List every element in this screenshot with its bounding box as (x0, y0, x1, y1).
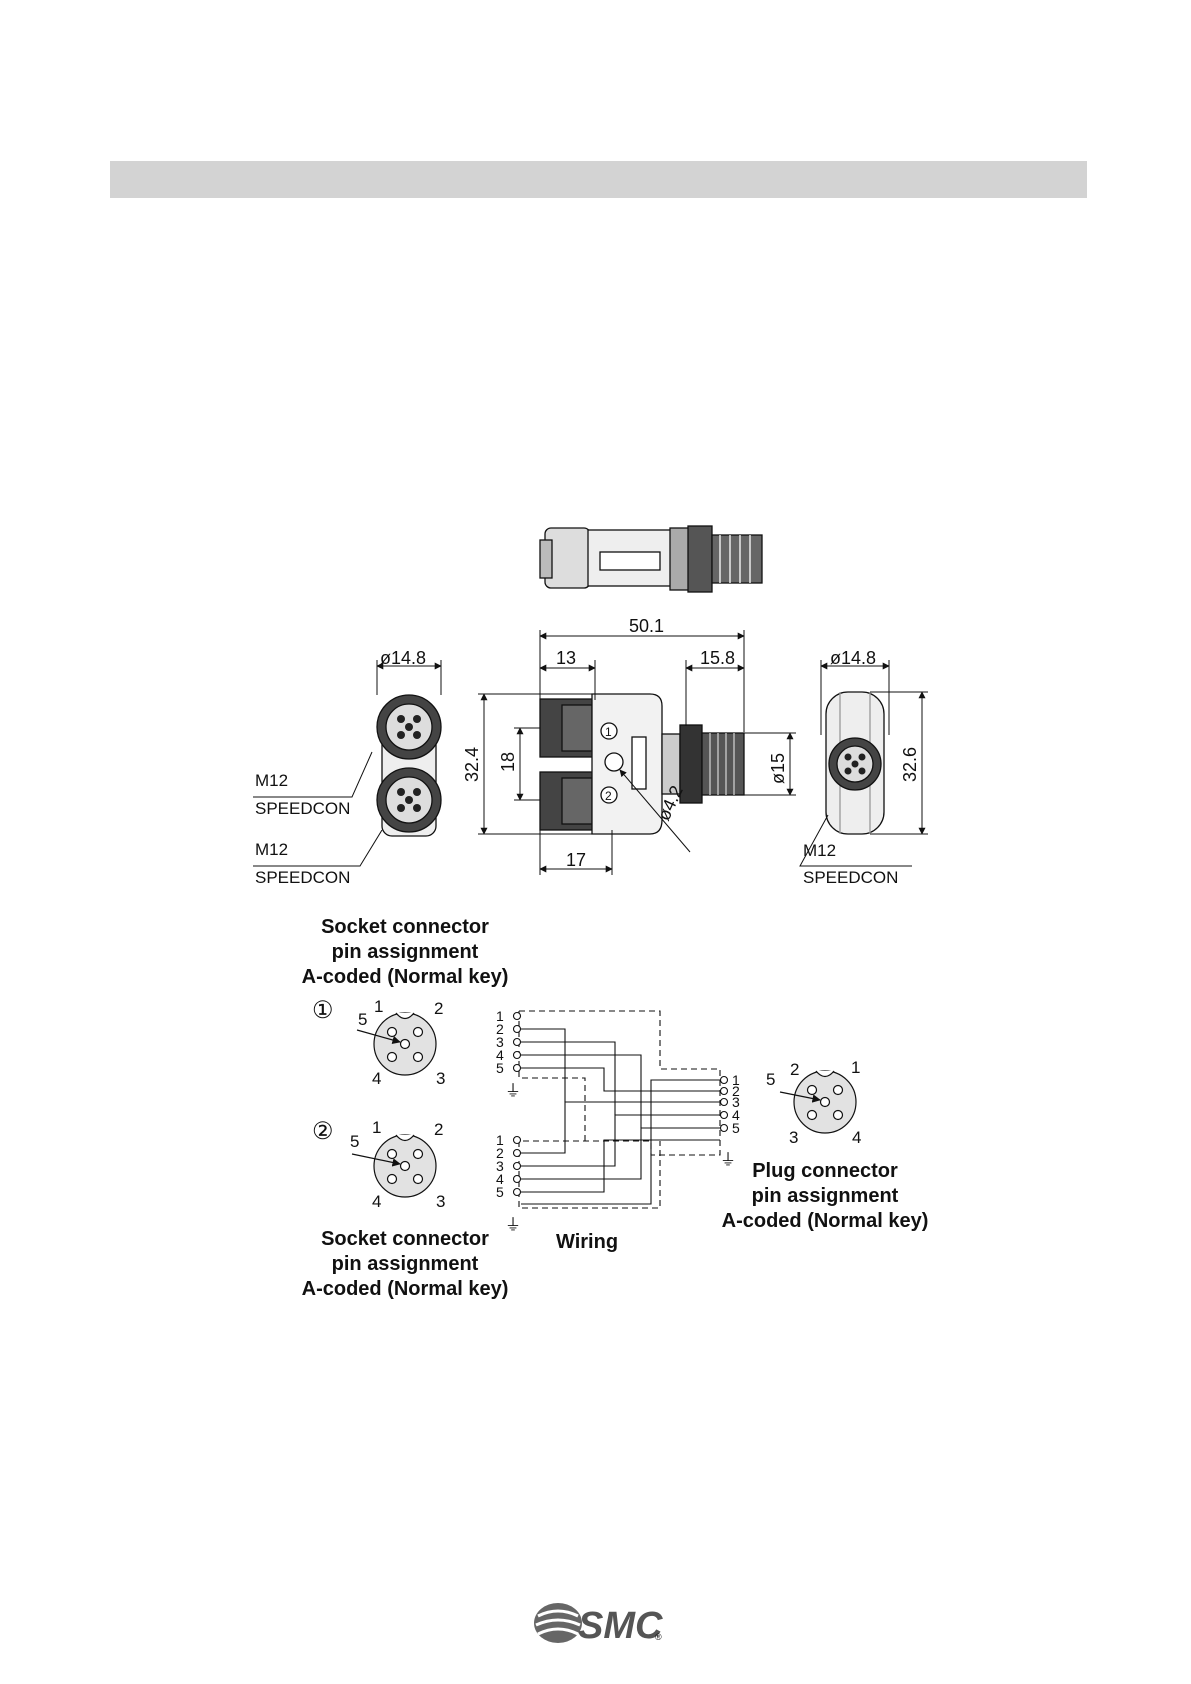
socket-bottom-title-line1: Socket connector (321, 1228, 489, 1250)
plug-pin-diagram (779, 1070, 857, 1134)
socket-top-pin-diagram (356, 1012, 437, 1076)
wiring-diagram (518, 1010, 721, 1209)
socket-top-title: Socket connector pin assignment A-coded … (302, 916, 509, 988)
label-m12-a: M12 (255, 771, 288, 790)
ground-icon-2: ⏚ (505, 1216, 521, 1234)
socket-bottom-marker: ② (312, 1118, 334, 1145)
right-end-view (825, 691, 885, 835)
dim-18: 18 (498, 752, 518, 772)
plug-pin-5: 5 (766, 1070, 775, 1089)
socket-bottom-pin-1: 1 (372, 1118, 381, 1137)
wiring-r-pin-1: 1 (732, 1072, 740, 1088)
section-header-bar (110, 161, 1087, 198)
wiring-lt-pin-2: 2 (496, 1021, 504, 1037)
socket-bottom-pin-3: 3 (436, 1192, 445, 1211)
socket-bottom-title-line3: A-coded (Normal key) (302, 1278, 509, 1300)
wiring-lb-pin-4: 4 (496, 1171, 504, 1187)
label-speedcon-c: SPEEDCON (803, 868, 898, 887)
brand-wordmark: SMC (578, 1605, 663, 1647)
registered-mark: ® (655, 1632, 662, 1642)
socket-top-pin-4: 4 (372, 1069, 381, 1088)
socket-top-title-line3: A-coded (Normal key) (302, 966, 509, 988)
ground-icon-1: ⏚ (505, 1082, 521, 1100)
wiring-lt-pin-5: 5 (496, 1060, 504, 1076)
label-speedcon-a: SPEEDCON (255, 799, 350, 818)
left-end-view (376, 694, 442, 837)
body-marker-1: 1 (605, 725, 612, 739)
dim-right-diameter: ø14.8 (830, 648, 876, 668)
dim-dia-15: ø15 (768, 753, 788, 784)
socket-bottom-pin-diagram (351, 1134, 437, 1198)
wiring-label: Wiring (556, 1231, 618, 1253)
wiring-terminals (512, 1011, 729, 1197)
label-speedcon-b: SPEEDCON (255, 868, 350, 887)
wiring-r-pin-5: 5 (732, 1120, 740, 1136)
dim-15-8: 15.8 (700, 648, 735, 668)
wiring-right-pin-numbers: 1 2 3 4 5 (732, 1072, 740, 1136)
socket-top-pin-5: 5 (358, 1010, 367, 1029)
socket-bottom-pin-5: 5 (350, 1132, 359, 1151)
plug-title-line1: Plug connector (752, 1160, 898, 1182)
plug-pin-2: 2 (790, 1060, 799, 1079)
connector-perspective-view (539, 525, 763, 593)
body-marker-2: 2 (605, 789, 612, 803)
wiring-lt-pin-1: 1 (496, 1008, 504, 1024)
dim-32-6: 32.6 (900, 747, 920, 782)
wiring-lt-pin-3: 3 (496, 1034, 504, 1050)
socket-top-pin-2: 2 (434, 999, 443, 1018)
ground-icon-3: ⏚ (720, 1151, 736, 1169)
wiring-r-pin-2: 2 (732, 1083, 740, 1099)
smc-logo: SMC ® (534, 1603, 663, 1647)
wiring-r-pin-3: 3 (732, 1094, 740, 1110)
dim-overall-length: 50.1 (629, 616, 664, 636)
socket-top-marker: ① (312, 997, 334, 1024)
dim-32-4: 32.4 (462, 747, 482, 782)
plug-pin-4: 4 (852, 1128, 861, 1147)
wiring-lt-pin-4: 4 (496, 1047, 504, 1063)
wiring-r-pin-4: 4 (732, 1107, 740, 1123)
socket-top-pin-1: 1 (374, 997, 383, 1016)
wiring-lb-pin-2: 2 (496, 1145, 504, 1161)
wiring-lb-pin-5: 5 (496, 1184, 504, 1200)
socket-bottom-pin-4: 4 (372, 1192, 381, 1211)
plug-title-line2: pin assignment (752, 1185, 899, 1207)
plug-title-line3: A-coded (Normal key) (722, 1210, 929, 1232)
socket-top-title-line1: Socket connector (321, 916, 489, 938)
socket-bottom-title: Socket connector pin assignment A-coded … (302, 1228, 509, 1300)
wiring-left-top-pin-numbers: 1 2 3 4 5 (496, 1008, 504, 1076)
plug-pin-3: 3 (789, 1128, 798, 1147)
plug-title: Plug connector pin assignment A-coded (N… (722, 1160, 929, 1232)
socket-top-title-line2: pin assignment (332, 941, 479, 963)
wiring-left-bottom-pin-numbers: 1 2 3 4 5 (496, 1132, 504, 1200)
dim-left-diameter: ø14.8 (380, 648, 426, 668)
wiring-lb-pin-3: 3 (496, 1158, 504, 1174)
label-m12-b: M12 (255, 840, 288, 859)
wiring-lb-pin-1: 1 (496, 1132, 504, 1148)
side-view-body (539, 693, 745, 835)
plug-pin-1: 1 (851, 1058, 860, 1077)
dim-17: 17 (566, 850, 586, 870)
label-m12-c: M12 (803, 841, 836, 860)
socket-top-pin-3: 3 (436, 1069, 445, 1088)
socket-bottom-title-line2: pin assignment (332, 1253, 479, 1275)
dim-13: 13 (556, 648, 576, 668)
socket-bottom-pin-2: 2 (434, 1120, 443, 1139)
